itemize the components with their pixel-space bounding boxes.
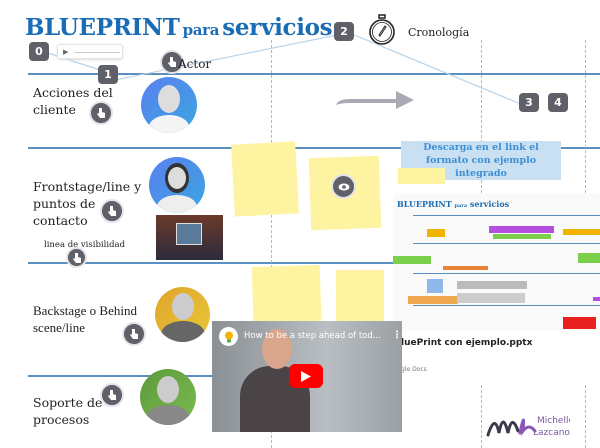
arrow-right-icon [336,91,414,109]
preview-thumbnail[interactable]: BLUEPRINT para servicios [393,193,600,331]
touch-hotspot[interactable] [100,199,124,223]
play-icon[interactable]: ▶ [63,48,69,56]
view-hotspot[interactable] [331,174,356,199]
avatar-backstage [155,287,210,342]
sticky-note [231,141,299,217]
avatar-customer [141,77,197,133]
step-badge-2[interactable]: 2 [334,22,354,41]
compass-icon [369,14,395,45]
open-sign-image [156,215,223,260]
download-note: Descarga en el link el formato con ejemp… [401,141,561,180]
timeline-label: Cronología [408,26,470,39]
svg-text:Michelle: Michelle [537,416,570,426]
channel-icon[interactable] [219,327,238,346]
file-preview-card[interactable]: BLUEPRINT para servicios luePrint con ej… [393,193,600,383]
youtube-play-button[interactable] [289,364,323,388]
avatar-frontstage [149,157,205,213]
preview-title: BLUEPRINT para servicios [397,199,510,209]
sticky-note [336,270,384,322]
step-badge-3[interactable]: 3 [519,93,539,112]
hand-pointer-icon [72,252,81,263]
lightbulb-icon [224,331,233,342]
touch-hotspot[interactable] [66,247,87,268]
eye-icon [338,183,349,190]
touch-hotspot[interactable] [89,101,113,125]
lane-label-customer: Acciones del cliente [33,85,113,117]
timeline-divider [271,40,272,448]
touch-hotspot[interactable] [122,322,146,346]
file-source: gle Docs [401,366,427,373]
more-options-icon[interactable]: ⋮ [392,330,402,341]
connector-lines [44,33,524,106]
lane-label-frontstage: Frontstage/line y puntos de contacto [33,179,142,228]
step-badge-0[interactable]: 0 [29,42,49,61]
step-badge-4[interactable]: 4 [548,93,568,112]
sticky-note [398,168,445,184]
play-icon [301,370,311,382]
actor-label: Actor [178,57,212,71]
hand-pointer-icon [168,57,176,67]
hand-pointer-icon [108,206,116,216]
lane-label-backstage: Backstage o Behind scene/line [33,303,137,335]
visibility-line [28,262,600,264]
step-badge-1[interactable]: 1 [98,65,118,84]
video-embed[interactable]: How to be a step ahead of tod... ⋮ [212,321,402,432]
lane-divider [28,147,600,149]
touch-hotspot[interactable] [100,383,124,407]
touch-hotspot[interactable] [160,50,184,74]
hand-pointer-icon [108,390,116,400]
lane-divider [28,73,600,75]
file-name[interactable]: luePrint con ejemplo.pptx [401,338,533,348]
avatar-support [140,369,196,425]
svg-text:Lazcano: Lazcano [533,428,570,438]
signature-logo: Michelle Lazcano [486,416,570,438]
lane-label-support: Soporte de procesos [33,395,103,427]
visibility-line-label: linea de visibilidad [44,240,126,250]
video-title[interactable]: How to be a step ahead of tod... [244,331,381,341]
player-track[interactable] [74,52,120,53]
audio-player[interactable]: ▶ [57,44,123,59]
hand-pointer-icon [97,108,105,118]
hand-pointer-icon [130,329,138,339]
